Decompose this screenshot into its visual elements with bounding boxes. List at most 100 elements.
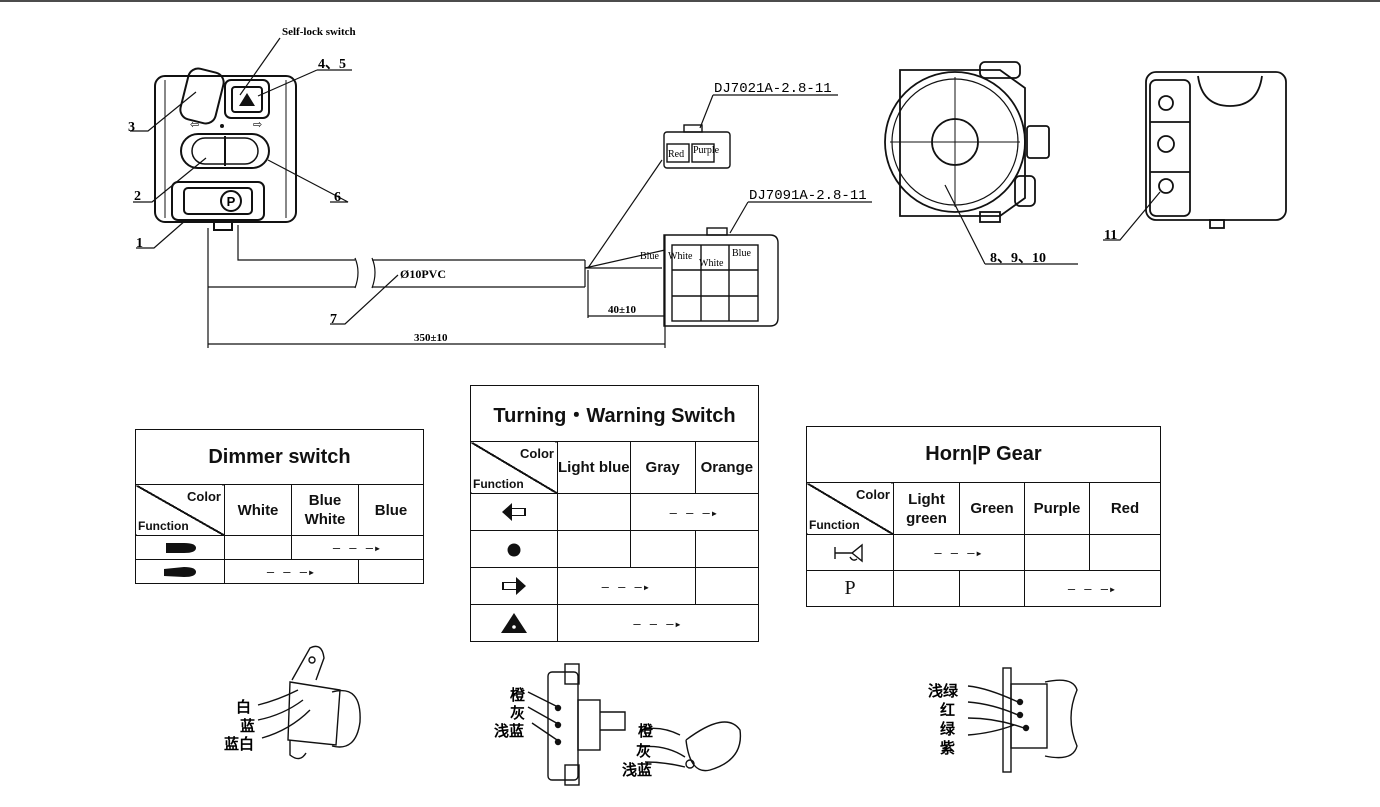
turning-header-corner: Color Function: [470, 441, 558, 494]
callout-4-5: 4、5: [318, 57, 346, 72]
self-lock-label: Self-lock switch: [282, 26, 356, 38]
connect-arrow: – – –▸: [601, 579, 651, 594]
dimmer-cell: [224, 535, 292, 560]
turning-row-dot: [470, 530, 558, 568]
horn-header-red: Red: [1089, 482, 1161, 535]
low-beam-icon: [164, 567, 196, 578]
horn-label-green: 绿: [940, 720, 956, 738]
switch-side-view: [884, 61, 1050, 223]
color-label: Color: [856, 487, 890, 502]
right-arrow-icon: [502, 577, 526, 595]
dimmer-label-blue-white: 蓝白: [224, 735, 254, 753]
horn-cell: [1024, 534, 1090, 571]
connect-arrow: – – –▸: [1067, 582, 1118, 596]
dimmer-header-white: White: [224, 484, 292, 536]
turn-label-orange-2: 橙: [638, 722, 654, 740]
horn-label-light-green: 浅绿: [928, 682, 959, 700]
connector-small: [663, 124, 731, 169]
dimmer-switch-table: Dimmer switch Color Function White Blue …: [135, 429, 424, 584]
turn-component-sketch: [527, 663, 742, 786]
dimmer-label-white: 白: [236, 698, 251, 716]
color-label: Color: [520, 446, 554, 461]
turning-cell-span: – – –▸: [557, 604, 759, 642]
wire-purple: Purple: [693, 145, 720, 156]
switch-front-view: [154, 67, 297, 231]
dimmer-label-blue: 蓝: [240, 717, 255, 735]
callout-3: 3: [128, 120, 135, 135]
dimmer-cell-span: – – –▸: [224, 559, 359, 584]
dimmer-row-low: [135, 559, 225, 584]
callout-11: 11: [1104, 228, 1117, 243]
dimmer-component-sketch: [257, 645, 361, 760]
horn-cell: [1089, 534, 1161, 571]
turn-label-light-blue-2: 浅蓝: [622, 761, 652, 779]
horn-icon: [834, 543, 863, 562]
dimmer-table-title: Dimmer switch: [135, 429, 424, 485]
horn-cell-span: – – –▸: [1024, 570, 1161, 607]
connector-large-model: DJ7091A-2.8-11: [749, 188, 867, 204]
connect-arrow: – – –▸: [633, 616, 683, 631]
turn-label-orange: 橙: [510, 686, 526, 704]
horn-p-gear-table: Horn|P Gear Color Function Light green G…: [806, 426, 1161, 607]
function-label: Function: [138, 519, 189, 533]
switch-rear-view: [1145, 71, 1287, 229]
turn-label-light-blue: 浅蓝: [494, 722, 524, 740]
left-arrow-icon: [502, 503, 526, 521]
wire-blue-2: Blue: [732, 248, 751, 259]
function-label: Function: [473, 477, 524, 491]
connector-small-model: DJ7021A-2.8-11: [714, 81, 832, 97]
horn-row-p: P: [806, 570, 894, 607]
horn-row-horn: [806, 534, 894, 571]
connector-large: [663, 227, 779, 327]
wire-white: White: [668, 251, 693, 262]
connect-arrow: – – –▸: [669, 505, 719, 520]
dimmer-header-blue-white: Blue White: [291, 484, 359, 536]
turn-label-gray: 灰: [510, 704, 525, 722]
wire-blue: Blue: [640, 251, 659, 262]
turning-row-left: [470, 493, 558, 531]
dimmer-cell-span: – – –▸: [291, 535, 424, 560]
turning-cell: [557, 493, 631, 531]
connect-arrow: – – –▸: [934, 546, 984, 560]
turning-cell-span: – – –▸: [557, 567, 696, 605]
right-indicator-glyph: ⇨: [253, 119, 262, 131]
color-label: Color: [187, 489, 221, 504]
dimmer-header-blue: Blue: [358, 484, 424, 536]
turning-header-gray: Gray: [629, 441, 696, 494]
connect-arrow: – – –▸: [266, 565, 317, 579]
horn-cell: [959, 570, 1025, 607]
turning-row-hazard: [470, 604, 558, 642]
callout-8-9-10: 8、9、10: [990, 251, 1046, 266]
dimmer-header-corner: Color Function: [135, 484, 225, 536]
horn-label-red: 红: [940, 701, 955, 719]
dimmer-row-high: [135, 535, 225, 560]
callout-6: 6: [334, 190, 341, 205]
turning-table-title: Turning・Warning Switch: [470, 385, 759, 442]
hazard-icon: [501, 613, 527, 633]
wire-red: Red: [668, 149, 684, 160]
cable-spec: Ø10PVC: [400, 267, 446, 281]
horn-header-green: Green: [959, 482, 1025, 535]
turning-cell-span: – – –▸: [629, 493, 760, 531]
horn-component-sketch: [967, 667, 1078, 773]
p-symbol: P: [227, 194, 236, 209]
callout-1: 1: [136, 236, 143, 251]
turning-cell: [694, 567, 760, 605]
callout-2: 2: [134, 189, 141, 204]
horn-header-purple: Purple: [1024, 482, 1090, 535]
turning-header-light-blue: Light blue: [557, 441, 631, 494]
center-dot: [220, 124, 224, 128]
dot-icon: [507, 543, 521, 557]
horn-label-purple: 紫: [940, 739, 955, 757]
horn-cell-span: – – –▸: [893, 534, 1025, 571]
left-indicator-glyph: ⇦: [190, 119, 199, 131]
horn-cell: [893, 570, 960, 607]
function-label: Function: [809, 518, 860, 532]
callout-7: 7: [330, 312, 337, 327]
turning-cell: [694, 530, 760, 568]
horn-header-light-green: Light green: [893, 482, 960, 535]
turning-header-orange: Orange: [694, 441, 760, 494]
turn-label-gray-2: 灰: [636, 742, 651, 760]
connect-arrow: – – –▸: [332, 541, 383, 555]
